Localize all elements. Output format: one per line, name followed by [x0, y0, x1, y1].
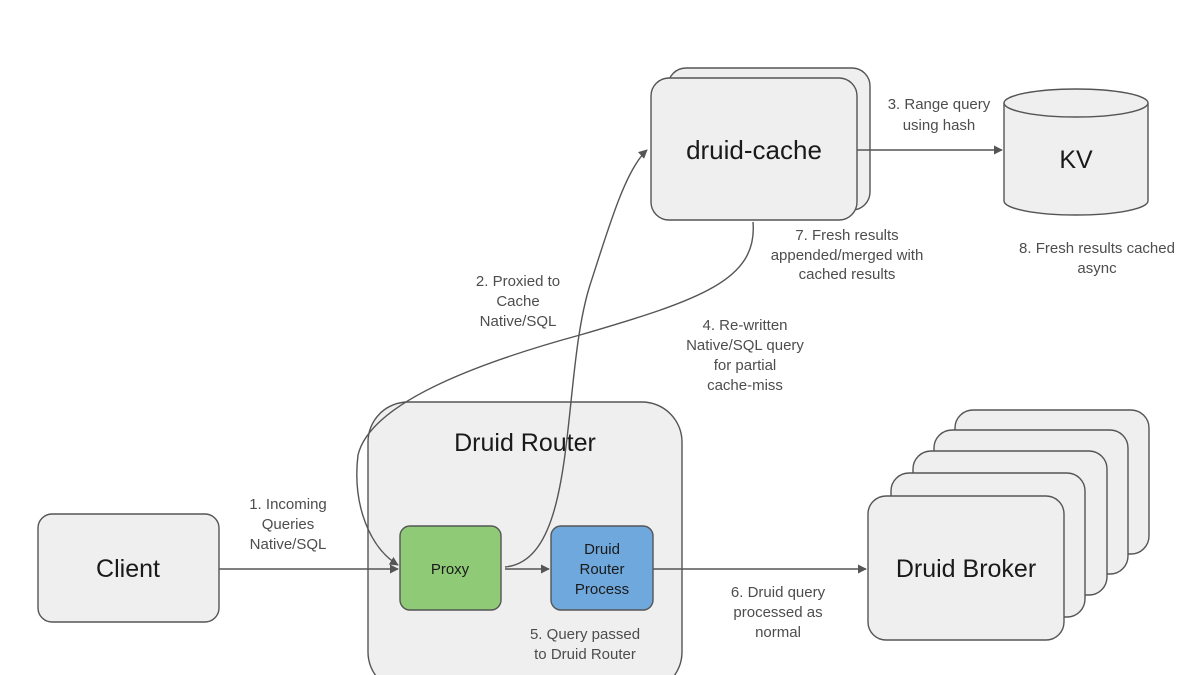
edge-cache-to-proxy [356, 221, 754, 566]
kv-label: KV [1059, 146, 1093, 174]
step-5-label: 5. Query passed to Druid Router [530, 626, 640, 663]
kv-store: KV [1003, 88, 1149, 216]
router-process-label-3: Process [575, 581, 629, 598]
svg-text:2. Proxied to: 2. Proxied to [476, 273, 560, 290]
step-4-label: 4. Re-written Native/SQL query for parti… [686, 317, 804, 394]
svg-text:async: async [1077, 260, 1117, 277]
svg-text:5. Query passed: 5. Query passed [530, 626, 640, 643]
svg-text:Native/SQL query: Native/SQL query [686, 337, 804, 354]
svg-text:cached results: cached results [799, 266, 896, 283]
proxy-label: Proxy [431, 561, 470, 578]
router-process-label-1: Druid [584, 541, 620, 558]
router-process-label-2: Router [579, 561, 624, 578]
druid-cache-label: druid-cache [686, 135, 822, 165]
proxy-node: Proxy [399, 525, 502, 611]
druid-cache-node: druid-cache [650, 67, 871, 221]
step-1-label: 1. Incoming Queries Native/SQL [249, 496, 327, 553]
client-label: Client [96, 555, 160, 583]
svg-text:to Druid Router: to Druid Router [534, 646, 636, 663]
svg-text:Native/SQL: Native/SQL [480, 313, 557, 330]
svg-text:8. Fresh results cached: 8. Fresh results cached [1019, 240, 1175, 257]
svg-text:for partial: for partial [714, 357, 777, 374]
svg-text:1. Incoming: 1. Incoming [249, 496, 327, 513]
druid-broker-label: Druid Broker [896, 555, 1036, 583]
client-node: Client [37, 513, 220, 623]
svg-text:cache-miss: cache-miss [707, 377, 783, 394]
svg-text:7. Fresh results: 7. Fresh results [795, 227, 898, 244]
svg-text:Queries: Queries [262, 516, 315, 533]
edge-proxy-to-cache [504, 149, 648, 568]
svg-text:Native/SQL: Native/SQL [250, 536, 327, 553]
svg-text:processed as: processed as [733, 604, 822, 621]
svg-text:3. Range query: 3. Range query [888, 96, 991, 113]
step-7-label: 7. Fresh results appended/merged with ca… [771, 227, 924, 283]
step-6-label: 6. Druid query processed as normal [731, 584, 826, 641]
druid-router-title: Druid Router [454, 429, 596, 457]
svg-text:6. Druid query: 6. Druid query [731, 584, 826, 601]
step-2-label: 2. Proxied to Cache Native/SQL [476, 273, 560, 330]
svg-text:appended/merged with: appended/merged with [771, 247, 924, 264]
svg-text:4. Re-written: 4. Re-written [702, 317, 787, 334]
step-3-label: 3. Range query using hash [888, 96, 991, 134]
svg-text:using hash: using hash [903, 117, 976, 134]
svg-text:normal: normal [755, 624, 801, 641]
router-process-node: Druid Router Process [550, 525, 654, 611]
step-8-label: 8. Fresh results cached async [1019, 240, 1175, 277]
svg-text:Cache: Cache [496, 293, 539, 310]
druid-broker-node: Druid Broker [867, 409, 1150, 641]
